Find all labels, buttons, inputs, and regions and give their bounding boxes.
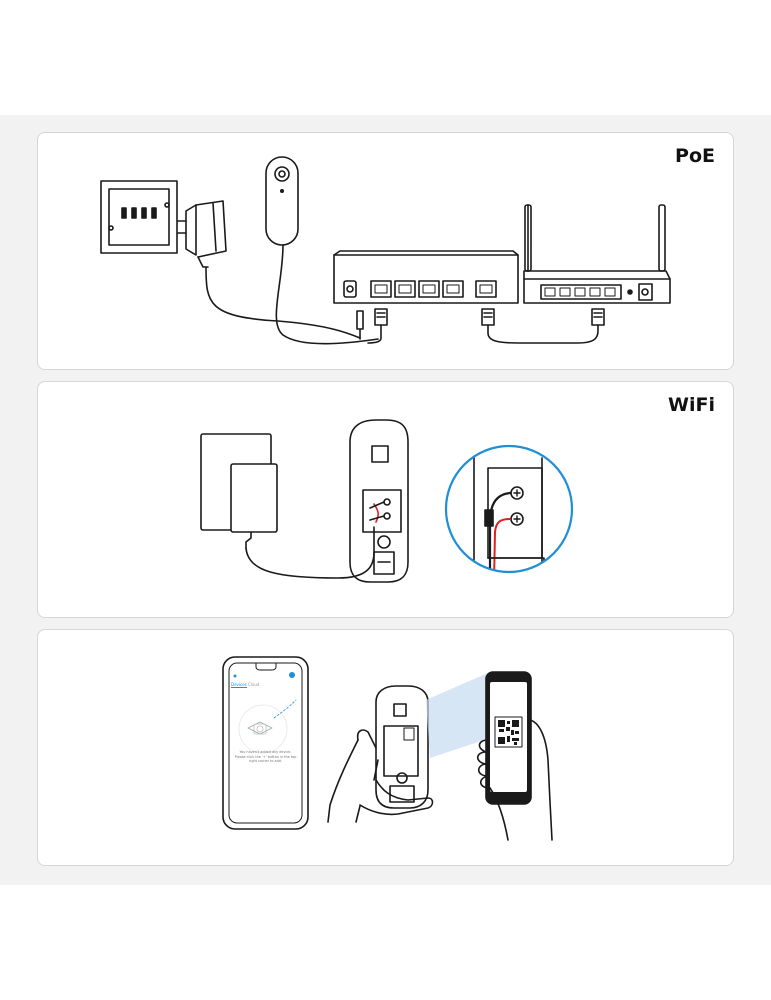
app-setup-panel: Devices Cloud You haven't added any devi… [37,629,734,866]
wifi-panel: WiFi [37,381,734,618]
doorbell-icon [375,685,429,809]
poe-title: PoE [675,145,715,167]
scan-beam [426,672,496,758]
wifi-title: WiFi [668,394,715,416]
app-tab-cloud[interactable]: Cloud [248,682,260,687]
power-adapter-icon [177,200,361,339]
app-empty-message: You haven't added any device. Please cli… [234,750,297,763]
poe-switch-icon [333,250,519,304]
wall-outlet-icon [100,180,178,254]
power-adapter-icon [200,433,375,579]
qr-code-icon [498,720,519,745]
doorbell-icon [349,419,409,583]
doorbell-icon [265,156,379,345]
hand-icon [327,729,434,823]
terminal-zoom-icon [444,444,574,574]
ethernet-plug-icon [356,308,605,344]
app-tab-devices[interactable]: Devices [231,682,247,688]
router-icon [523,204,671,304]
phone-icon [222,656,309,830]
poe-panel: PoE [37,132,734,370]
hand-icon [476,719,553,841]
